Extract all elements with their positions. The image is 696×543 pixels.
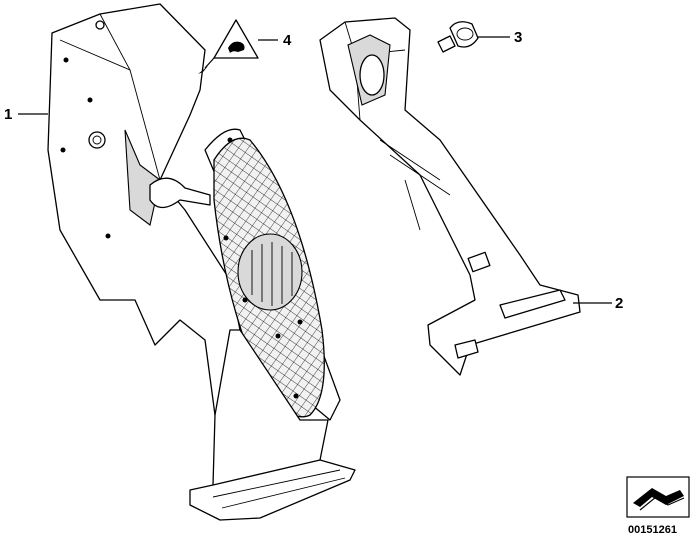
warning-label-icon [213, 19, 259, 59]
pedal-bracket [319, 17, 581, 376]
leader-lines [18, 36, 612, 304]
callout-2-label: 2 [615, 295, 623, 312]
callout-3-label: 3 [514, 29, 522, 46]
callout-4-label: 4 [283, 32, 292, 49]
callout-1-label: 1 [4, 106, 12, 123]
pedal-arm [189, 329, 356, 521]
arrow-icon [633, 488, 684, 507]
pedal-housing [47, 3, 241, 416]
screw [437, 21, 479, 53]
catalog-number: 00151261 [628, 524, 677, 536]
catalog-badge: 00151261 [626, 476, 690, 536]
pedal-pad [204, 128, 341, 421]
